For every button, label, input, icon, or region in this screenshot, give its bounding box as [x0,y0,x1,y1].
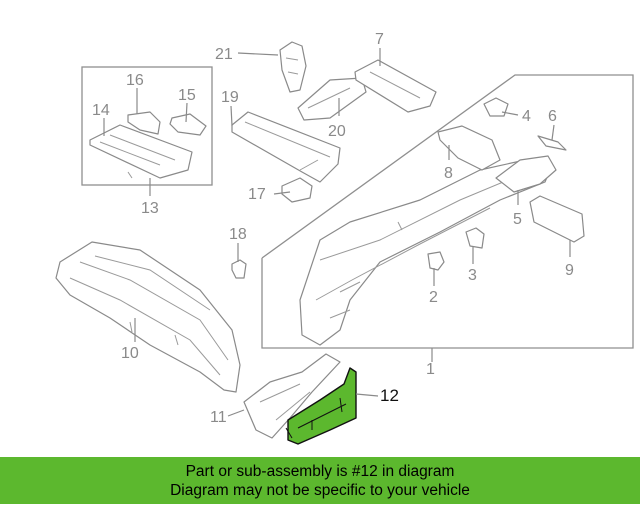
banner-line-2: Diagram may not be specific to your vehi… [170,482,470,499]
part-5-bracket[interactable] [495,155,557,193]
part-20-member[interactable] [297,77,367,121]
part-7-panel[interactable] [354,59,437,113]
info-banner: Part or sub-assembly is #12 in diagram D… [0,457,640,504]
label-part-10: 10 [121,345,139,362]
part-21-bracket[interactable] [279,41,307,93]
label-part-20: 20 [328,123,346,140]
subassembly-frame-13 [81,66,213,186]
label-part-3: 3 [468,267,477,284]
label-part-2: 2 [429,289,438,306]
leader-lines [103,48,571,417]
part-19-rail[interactable] [231,111,341,183]
label-part-21: 21 [215,46,233,63]
label-part-16: 16 [126,72,144,89]
part-15-bracket[interactable] [169,113,207,136]
parts-diagram: 1 2 3 4 5 6 7 8 9 10 11 12 13 14 15 16 1… [55,31,634,445]
part-14-crossmember[interactable] [89,124,193,179]
label-part-5: 5 [513,211,522,228]
part-4-clip[interactable] [483,97,509,117]
part-1-frame-rail[interactable] [299,159,551,346]
label-part-19: 19 [221,89,239,106]
label-part-15: 15 [178,87,196,104]
part-12-highlighted[interactable] [285,367,357,445]
assembly-frame-1 [261,74,634,349]
label-part-6: 6 [548,108,557,125]
part-8-bracket[interactable] [437,125,501,171]
part-16-bracket[interactable] [127,111,161,135]
label-part-9: 9 [565,262,574,279]
label-part-13: 13 [141,200,159,217]
part-2-bushing[interactable] [427,251,445,271]
banner-line-1: Part or sub-assembly is #12 in diagram [185,463,455,480]
part-18-bracket[interactable] [231,259,247,279]
label-part-1: 1 [426,361,435,378]
part-9-panel[interactable] [529,195,585,243]
label-part-14: 14 [92,102,110,119]
label-part-4: 4 [522,108,531,125]
label-part-12: 12 [380,386,399,405]
part-6-bracket[interactable] [537,135,567,151]
label-part-11: 11 [210,409,227,426]
part-11-rail[interactable] [243,353,341,439]
part-17-bracket[interactable] [281,177,313,203]
part-3-bracket[interactable] [465,227,485,249]
label-part-8: 8 [444,165,453,182]
label-part-17: 17 [248,186,266,203]
label-part-18: 18 [229,226,247,243]
part-10-frame-assembly[interactable] [55,241,241,393]
label-part-7: 7 [375,31,384,48]
